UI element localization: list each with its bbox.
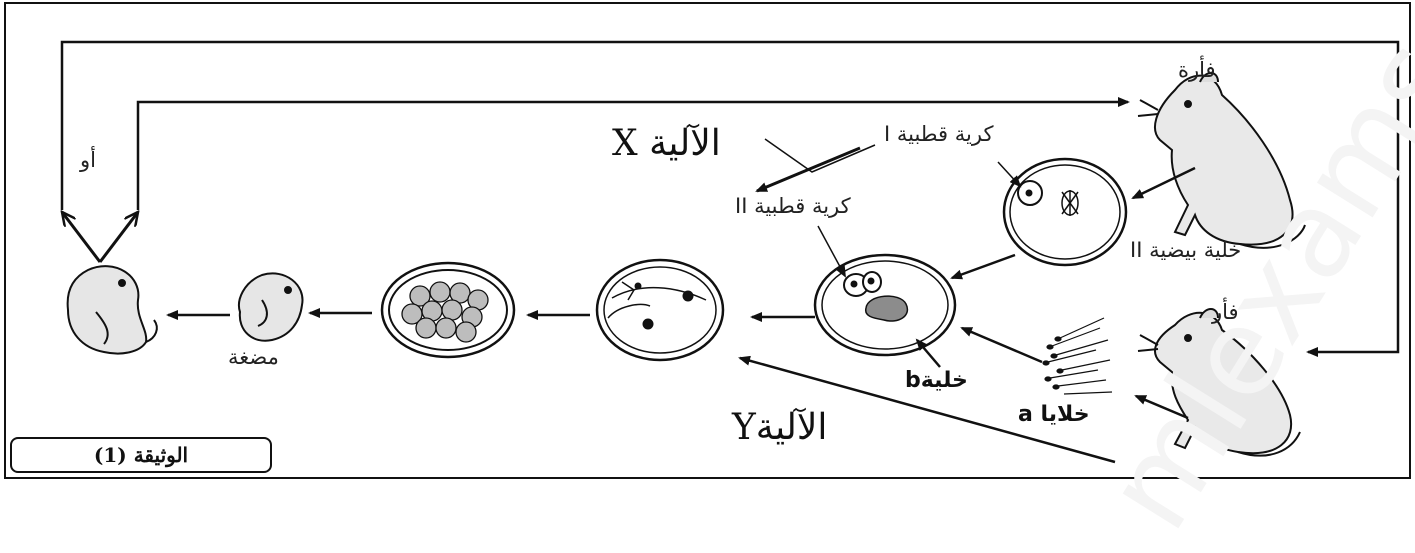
mechanism-x-pointer <box>755 138 876 193</box>
label-mechanism-x: الآلية X <box>612 123 721 164</box>
male-mouse <box>1137 308 1301 457</box>
label-cells-a: خلايا a <box>1018 402 1090 427</box>
label-cell-b: خليةb <box>905 368 968 393</box>
label-polar-body-1: كرية قطبية I <box>884 122 994 146</box>
fertilized-egg <box>813 253 957 357</box>
female-mouse <box>1137 72 1306 249</box>
pointer-polar-body-1 <box>997 161 1022 188</box>
fork-arrows <box>62 212 138 263</box>
pointer-cell-b <box>915 338 941 368</box>
label-male-mouse: فأر <box>1212 300 1239 324</box>
arrow-sperm-to-egg <box>960 326 1043 364</box>
two-cell-embryo <box>595 258 725 362</box>
loop-inner <box>136 97 1130 210</box>
fetus <box>66 265 158 355</box>
diagram-frame <box>4 2 1411 479</box>
morula <box>380 261 516 359</box>
label-mechanism-y: الآليةY <box>732 407 828 448</box>
arrow-mouse-to-oocyte <box>1131 166 1196 200</box>
label-female-mouse: فأرة <box>1178 58 1216 82</box>
label-polar-body-2: كرية قطبية II <box>735 194 851 218</box>
oocyte-2 <box>1002 157 1128 267</box>
loop-outer <box>60 40 1400 357</box>
embryo-small <box>238 272 304 342</box>
pointer-polar-body-2 <box>817 225 846 278</box>
document-label: الوثيقة (1) <box>10 437 272 473</box>
reproduction-diagram <box>4 2 1411 479</box>
label-or: أو <box>80 148 96 172</box>
label-embryo: مضغة <box>228 345 279 369</box>
arrow-mouse-to-sperm <box>1134 394 1189 420</box>
mechanism-y-pointer <box>738 355 1116 464</box>
sperm-cells <box>1042 317 1113 395</box>
arrow-oocyte-to-zygote <box>950 253 1016 280</box>
label-oocyte-2: خلية بيضية II <box>1130 238 1242 262</box>
